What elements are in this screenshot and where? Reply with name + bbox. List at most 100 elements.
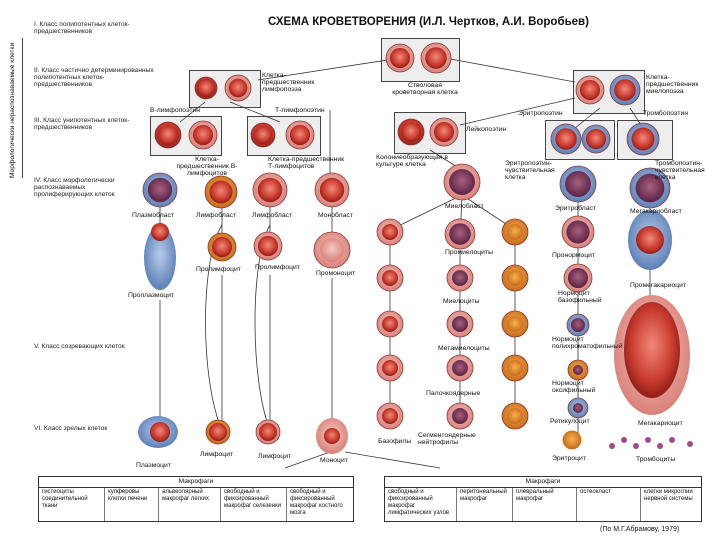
macrophages-left-header: Макрофаги xyxy=(39,477,353,488)
prolymphocyte-t-label: Пролимфоцит xyxy=(255,264,300,271)
plasmocyte-nucleus xyxy=(150,422,170,442)
monocyte-label: Моноцит xyxy=(320,457,348,464)
erythropoietin-label: Эритропоэтин xyxy=(518,110,563,117)
plasmablast-label: Плазмобласт xyxy=(132,212,174,219)
lymphocyte-t-nucleus xyxy=(259,423,277,441)
lymphoblast-t-nucleus xyxy=(257,177,283,203)
granulocyte-1-2-nucleus xyxy=(452,316,468,332)
epo-sensitive-b-nucleus xyxy=(585,128,607,150)
proplasmocyte-nucleus xyxy=(151,223,169,241)
normocyte-oxy-label: Нормоцит оксифильный xyxy=(552,380,596,395)
macrophage-left-cell-4: свободный и фиксированный макрофаг селез… xyxy=(221,488,287,521)
thrombocyte-3 xyxy=(657,443,663,449)
class-1-label: I. Класс полипотентных клеток-предшестве… xyxy=(34,21,130,35)
macrophage-right-cell-1: свободный и фиксированный макрофаг лимфа… xyxy=(385,488,457,521)
granulocyte-0-2-nucleus xyxy=(382,316,398,332)
megakaryoblast-label: Мегакариобласт xyxy=(630,208,682,215)
stem-cell-label: Стволовая кроветворная клетка xyxy=(392,82,458,97)
normocyte-baso-nucleus xyxy=(567,267,589,289)
cfu-b-nucleus xyxy=(433,121,455,143)
thrombocyte-5 xyxy=(687,441,693,447)
lympho-precursor-b-nucleus xyxy=(228,78,248,98)
macrophages-right-header: Макрофаги xyxy=(385,477,701,488)
epo-sensitive-label: Эритропоэтин-чувствительная клетка xyxy=(505,160,555,182)
basophils-label: Базофилы xyxy=(378,438,412,445)
thrombocyte-6 xyxy=(609,443,615,449)
granulocyte-2-3-nucleus xyxy=(507,360,523,376)
lymphoblast-t-label: Лимфобласт xyxy=(252,212,293,219)
prolymphocyte-b-nucleus xyxy=(211,236,233,258)
granulocyte-0-1-nucleus xyxy=(382,270,398,286)
proplasmocyte-label: Проплазмоцит xyxy=(128,292,175,299)
granulocyte-0-3-nucleus xyxy=(382,360,398,376)
reticulocyte-label: Ретикулоцит xyxy=(550,418,590,425)
prolymphocyte-t-nucleus xyxy=(257,235,279,257)
macrophage-left-cell-1: гистиоциты соединительной ткани xyxy=(39,488,105,521)
epo-sensitive-a-nucleus xyxy=(555,128,577,150)
b-precursor-a-nucleus xyxy=(158,125,178,145)
macrophage-left-cell-5: свободный и фиксированный макрофаг костн… xyxy=(290,489,343,516)
lymphocyte-b-nucleus xyxy=(209,423,227,441)
thrombocyte-2 xyxy=(645,437,651,443)
lymphoblast-b-label: Лимфобласт xyxy=(196,212,237,219)
t-precursor-a-nucleus xyxy=(254,126,272,144)
plasmablast-nucleus xyxy=(147,177,173,203)
macrophages-table-right: Макрофаги свободный и фиксированный макр… xyxy=(384,476,702,522)
leukopoietin-label: Лейкопоэтин xyxy=(466,126,507,133)
t-poietin-label: Т-лимфопоэтин xyxy=(275,107,325,114)
normocyte-poly-nucleus xyxy=(571,318,585,332)
proplasmocyte xyxy=(144,226,176,290)
macrophages-table-left: Макрофаги гистиоциты соединительной ткан… xyxy=(38,476,354,522)
class-4-label: IV. Класс морфологически распознаваемых … xyxy=(34,177,115,198)
macrophage-left-cell-2: купферовы клетки печени xyxy=(105,488,159,521)
megakaryocyte-nucleus xyxy=(624,302,680,398)
macrophage-left-cell-3: альвеолярный макрофаг легких xyxy=(159,488,221,521)
normocyte-baso-label: Нормоцит базофильный xyxy=(558,290,602,305)
thrombopoietin-label: Тромбопоэтин xyxy=(643,110,689,117)
thrombocyte-0 xyxy=(621,437,627,443)
class-6-label: VI. Класс зрелых клеток xyxy=(34,425,108,432)
erythrocyte-label: Эритроцит xyxy=(552,455,586,462)
pronormocyte-label: Пронормоцит xyxy=(552,252,596,259)
lymphoblast-b-nucleus xyxy=(209,180,233,204)
lymphocyte-b-label: Лимфоцит xyxy=(200,451,234,458)
band-label: Палочкоядерные xyxy=(426,390,481,397)
class-3-label: III. Класс унипотентных клеток-предшеств… xyxy=(34,117,130,131)
prolymphocyte-b-label: Пролимфоцит xyxy=(196,266,241,273)
normocyte-oxy-nucleus xyxy=(573,365,583,375)
t-precursor-b-nucleus xyxy=(289,124,311,146)
stem-cell-b-nucleus xyxy=(425,47,447,69)
b-precursor-label: Клетка-предшественник В-лимфоцитов xyxy=(176,156,238,178)
promegakaryocyte-nucleus xyxy=(636,226,664,254)
pronormocyte-nucleus xyxy=(566,220,590,244)
myeloblast-label: Миелобласт xyxy=(445,203,484,210)
granulocyte-1-1-nucleus xyxy=(452,270,468,286)
monoblast-label: Монобласт xyxy=(318,212,353,219)
monoblast-nucleus xyxy=(319,177,345,203)
megakaryocyte-label: Мегакариоцит xyxy=(638,420,683,427)
monocyte-nucleus xyxy=(324,428,340,444)
reticulocyte-nucleus xyxy=(573,403,583,413)
lympho-precursor-a-nucleus xyxy=(197,79,215,97)
macrophage-right-cell-5: клетки микроглии нервной системы xyxy=(644,489,693,502)
macrophage-right-cell-3: плевральный макрофаг xyxy=(513,488,577,521)
myelo-precursor-label: Клетка-предшественник миелопоэза xyxy=(646,74,699,96)
stem-cell-a-nucleus xyxy=(389,47,411,69)
scheme-title: СХЕМА КРОВЕТВОРЕНИЯ (И.Л. Чертков, А.И. … xyxy=(268,16,589,28)
granulocyte-1-4-nucleus xyxy=(452,408,468,424)
metamyelocytes-label: Метамиелоциты xyxy=(438,345,490,352)
t-precursor-label: Клетка-предшественник Т-лимфоцитов xyxy=(268,156,345,171)
promyelocytes-label: Промиелоциты xyxy=(445,249,493,256)
myelo-precursor-a-nucleus xyxy=(579,79,601,101)
erythroblast-label: Эритробласт xyxy=(555,205,596,212)
promonocyte-label: Промоноцит xyxy=(316,270,356,277)
class-5-label: V. Класс созревающих клеток xyxy=(34,343,125,350)
granulocyte-2-1-nucleus xyxy=(507,270,523,286)
b-precursor-b-nucleus xyxy=(192,124,214,146)
granulocyte-2-0-nucleus xyxy=(507,224,523,240)
lympho-precursor-label: Клетка-предшественник лимфопоэза xyxy=(262,72,315,94)
macrophage-right-cell-2: перитонеальный макрофаг xyxy=(457,488,513,521)
granulocyte-1-3-nucleus xyxy=(452,360,468,376)
granulocyte-0-0-nucleus xyxy=(382,224,398,240)
